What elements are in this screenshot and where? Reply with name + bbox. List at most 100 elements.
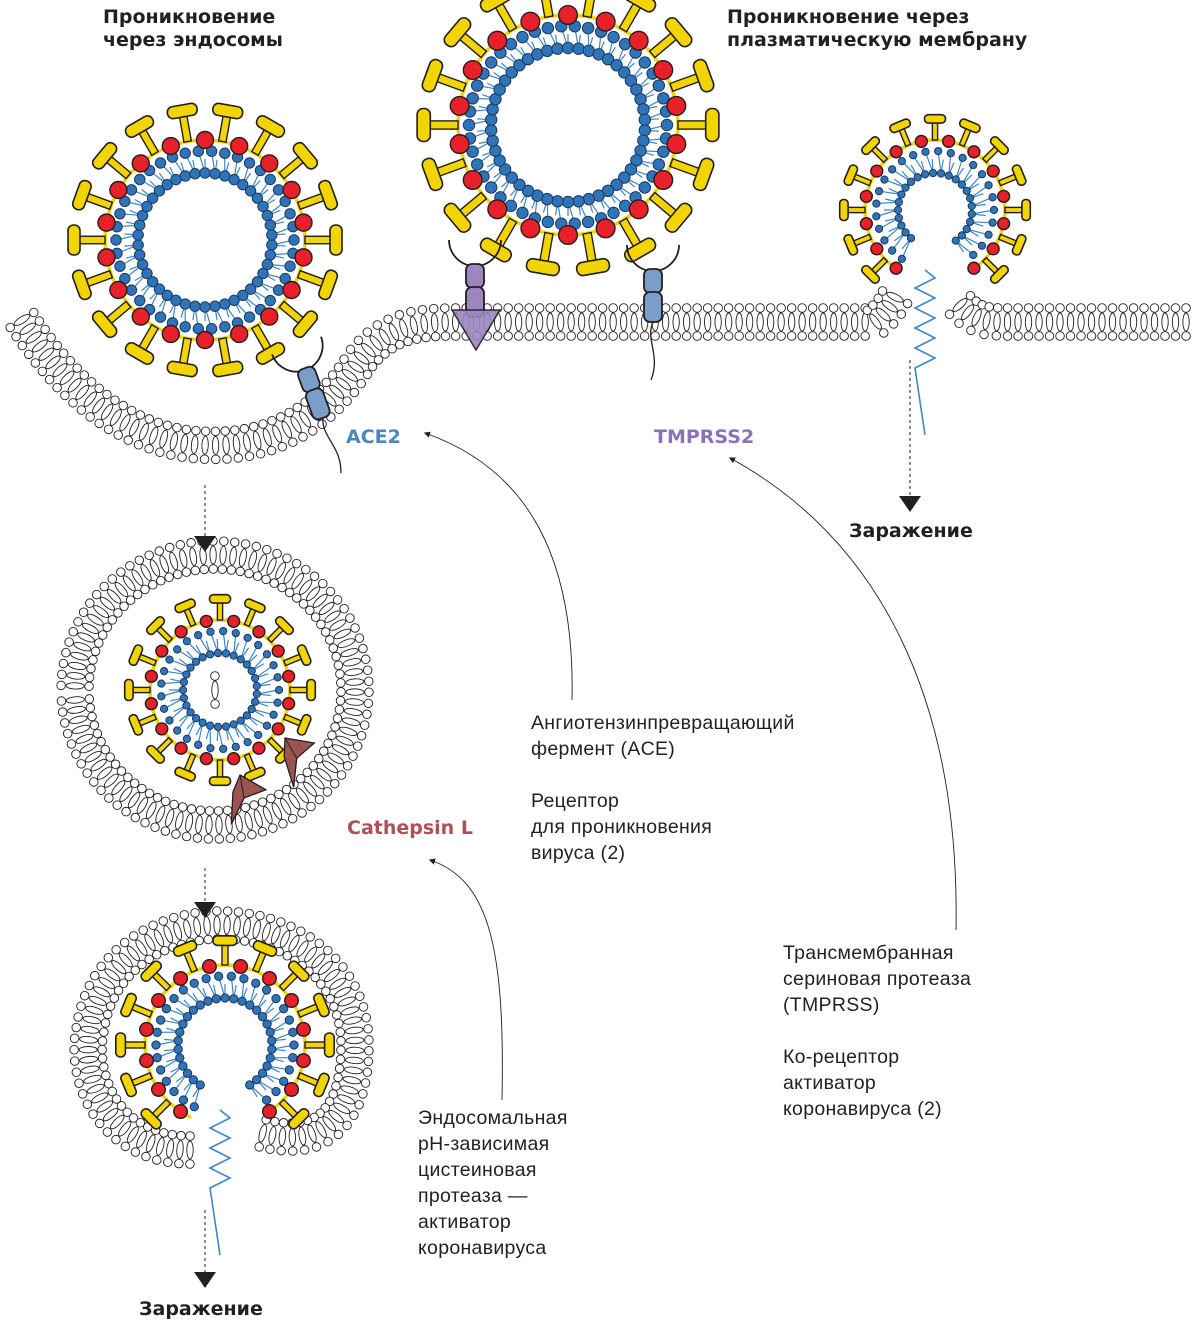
lipid-head — [90, 646, 101, 657]
viral-lipid-head — [161, 1076, 171, 1086]
lipid-head — [325, 994, 335, 1004]
envelope-protein — [294, 248, 313, 267]
lipid-head — [363, 1056, 374, 1067]
spike-protein — [889, 118, 912, 148]
lipid-head — [298, 599, 309, 609]
lipid-head — [513, 303, 524, 313]
lipid-head — [252, 571, 263, 581]
lipid-head — [68, 627, 78, 637]
lipid-head — [318, 578, 328, 589]
viral-lipid-head — [872, 199, 881, 208]
lipid-head — [102, 1009, 113, 1020]
viral-lipid-head — [273, 673, 282, 682]
lipid-head — [702, 331, 713, 341]
lipid-head — [348, 751, 358, 761]
spike-protein — [669, 58, 715, 93]
viral-lipid-head — [132, 239, 144, 251]
lipid-head — [204, 806, 215, 816]
lipid-head — [270, 1116, 280, 1127]
lipid-head — [84, 980, 95, 991]
viral-lipid-head — [182, 734, 192, 743]
viral-lipid-head — [279, 1076, 289, 1086]
spike-protein — [981, 135, 1010, 164]
viral-lipid-head — [182, 637, 192, 646]
lipid-head — [991, 331, 1002, 341]
viral-lipid-head — [265, 1027, 275, 1037]
lipid-head — [311, 1142, 322, 1152]
viral-lipid-head — [178, 1019, 188, 1029]
viral-lipid-head — [901, 183, 910, 192]
cell-membranes — [5, 286, 1191, 1169]
viral-lipid-head — [228, 173, 240, 186]
lipid-head — [89, 720, 100, 730]
lipid-head — [240, 802, 251, 813]
lipid-head — [1023, 331, 1034, 341]
spike-protein — [997, 233, 1027, 256]
viral-lipid-head — [266, 239, 278, 251]
lipid-head — [363, 1024, 373, 1034]
lipid-head — [118, 978, 129, 988]
spike-protein — [250, 323, 286, 365]
spike-protein — [860, 256, 889, 285]
viral-lipid-head — [638, 124, 652, 137]
viral-lipid-head — [213, 648, 223, 658]
envelope-protein — [97, 213, 116, 232]
viral-lipid-head — [272, 184, 285, 196]
lipid-head — [186, 804, 197, 814]
spike-protein — [91, 300, 132, 339]
spike-protein — [278, 960, 310, 992]
viral-lipid-head — [266, 229, 278, 241]
viral-lipid-head — [624, 74, 638, 87]
lipid-head — [362, 1067, 373, 1077]
lipid-head — [171, 829, 181, 839]
lipid-head — [1181, 331, 1191, 341]
lipid-head — [896, 309, 907, 319]
lipid-head — [71, 1022, 81, 1033]
viral-lipid-head — [247, 704, 256, 714]
viral-lipid-head — [470, 79, 484, 92]
spike-protein — [174, 598, 197, 628]
viral-lipid-head — [242, 660, 252, 669]
viral-lipid-head — [237, 289, 249, 302]
lipid-head — [324, 635, 335, 645]
viral-lipid-head — [203, 996, 213, 1006]
spike-protein — [208, 759, 232, 787]
lipid-head — [373, 355, 384, 365]
lipid-head — [284, 407, 294, 418]
lipid-head — [1002, 331, 1013, 341]
viral-lipid-head — [189, 978, 199, 988]
lipid-head — [354, 633, 365, 643]
lipid-head — [71, 1067, 82, 1077]
lipid-head — [240, 539, 251, 549]
lipid-head — [124, 971, 134, 982]
viral-lipid-head — [257, 1012, 268, 1022]
lipid-head — [265, 913, 276, 924]
spike-protein — [145, 615, 174, 644]
lipid-head — [97, 630, 108, 640]
lipid-head — [965, 290, 976, 301]
viral-lipid-head — [498, 74, 512, 87]
lipid-head — [305, 932, 315, 942]
viral-lipid-head — [936, 169, 946, 178]
viral-lipid-head — [541, 215, 555, 229]
envelope-protein — [139, 1021, 155, 1037]
lipid-head — [192, 833, 203, 843]
spike-protein — [172, 940, 199, 974]
lipid-head — [73, 1012, 83, 1022]
lipid-head — [140, 584, 150, 595]
lipid-head — [534, 331, 545, 341]
viral-lipid-head — [161, 178, 173, 191]
lipid-head — [203, 934, 214, 945]
lipid-head — [342, 1120, 352, 1131]
viral-lipid-head — [466, 92, 479, 105]
lipid-head — [298, 432, 308, 442]
lipid-head — [58, 658, 69, 669]
viral-lipid-head — [226, 971, 237, 981]
lipid-head — [329, 1001, 339, 1012]
lipid-head — [361, 1013, 372, 1023]
receptor-tail — [650, 321, 656, 381]
envelope-protein — [997, 217, 1011, 231]
envelope-protein — [284, 1081, 300, 1097]
envelope-protein — [889, 145, 903, 159]
lipid-head — [734, 303, 744, 313]
